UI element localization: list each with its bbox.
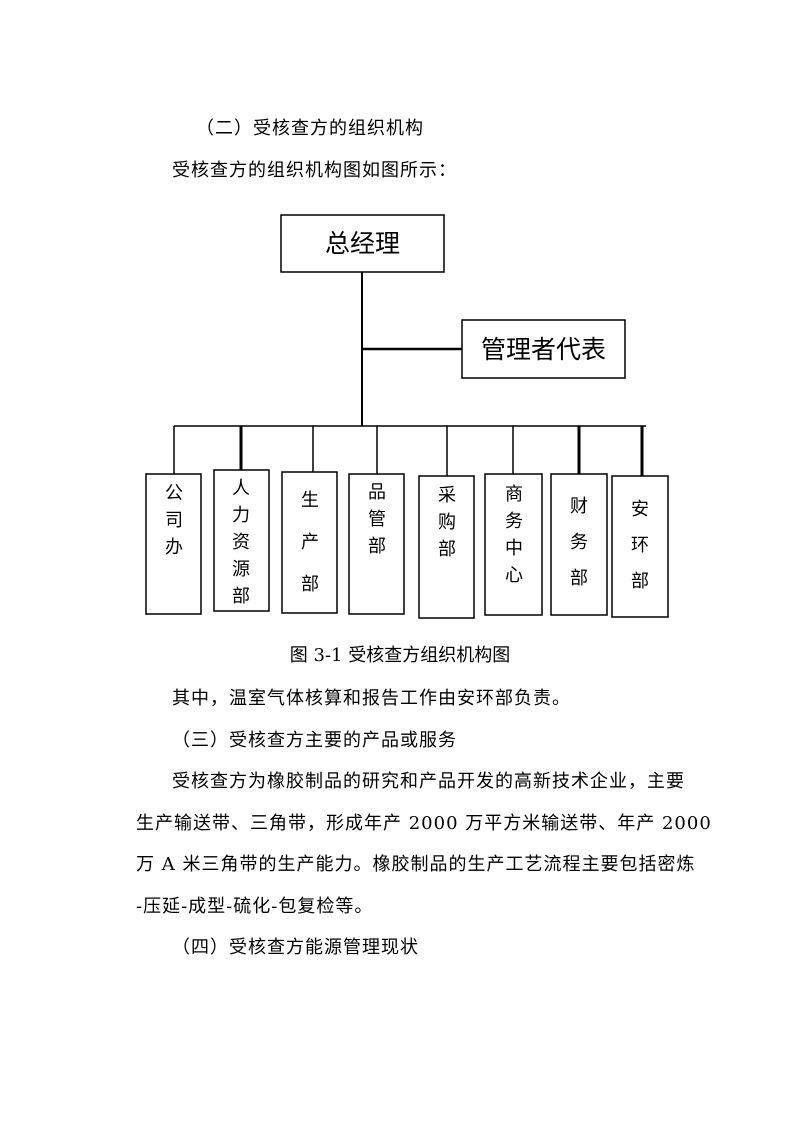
- dept-safety-environment: 安 环 部: [631, 499, 649, 592]
- heading-products: （三）受核查方主要的产品或服务: [172, 730, 457, 751]
- heading-organization: （二）受核查方的组织机构: [196, 118, 424, 139]
- products-line-4: -压延-成型-硫化-包复检等。: [136, 896, 374, 917]
- products-line-1: 受核查方为橡胶制品的研究和产品开发的高新技术企业，主要: [172, 771, 685, 792]
- dept-production: 生 产 部: [301, 490, 319, 595]
- dept-purchasing: 采 购 部: [438, 485, 456, 560]
- dept-finance: 财 务 部: [570, 496, 588, 589]
- heading-energy: （四）受核查方能源管理现状: [172, 937, 419, 958]
- figure-caption: 图 3-1 受核查方组织机构图: [289, 645, 511, 666]
- dept-human-resources: 人 力 资 源 部: [232, 478, 250, 607]
- dept-general-office: 公 司 办: [165, 483, 183, 558]
- management-rep-label: 管理者代表: [481, 335, 606, 364]
- org-chart: 总经理 管理者代表: [145, 214, 669, 619]
- department-boxes: [145, 469, 669, 619]
- dept-business-center: 商 务 中 心: [505, 484, 523, 586]
- products-line-2: 生产输送带、三角带，形成年产 2000 万平方米输送带、年产 2000: [136, 813, 712, 834]
- general-manager-box: [280, 214, 445, 273]
- org-note: 其中，温室气体核算和报告工作由安环部负责。: [172, 688, 571, 709]
- products-line-3: 万 A 米三角带的生产能力。橡胶制品的生产工艺流程主要包括密炼: [136, 854, 696, 875]
- dept-quality: 品 管 部: [368, 482, 386, 557]
- department-drops: [173, 426, 644, 476]
- org-chart-intro: 受核查方的组织机构图如图所示：: [172, 160, 457, 181]
- general-manager-label: 总经理: [325, 229, 400, 258]
- management-rep-box: [461, 319, 626, 379]
